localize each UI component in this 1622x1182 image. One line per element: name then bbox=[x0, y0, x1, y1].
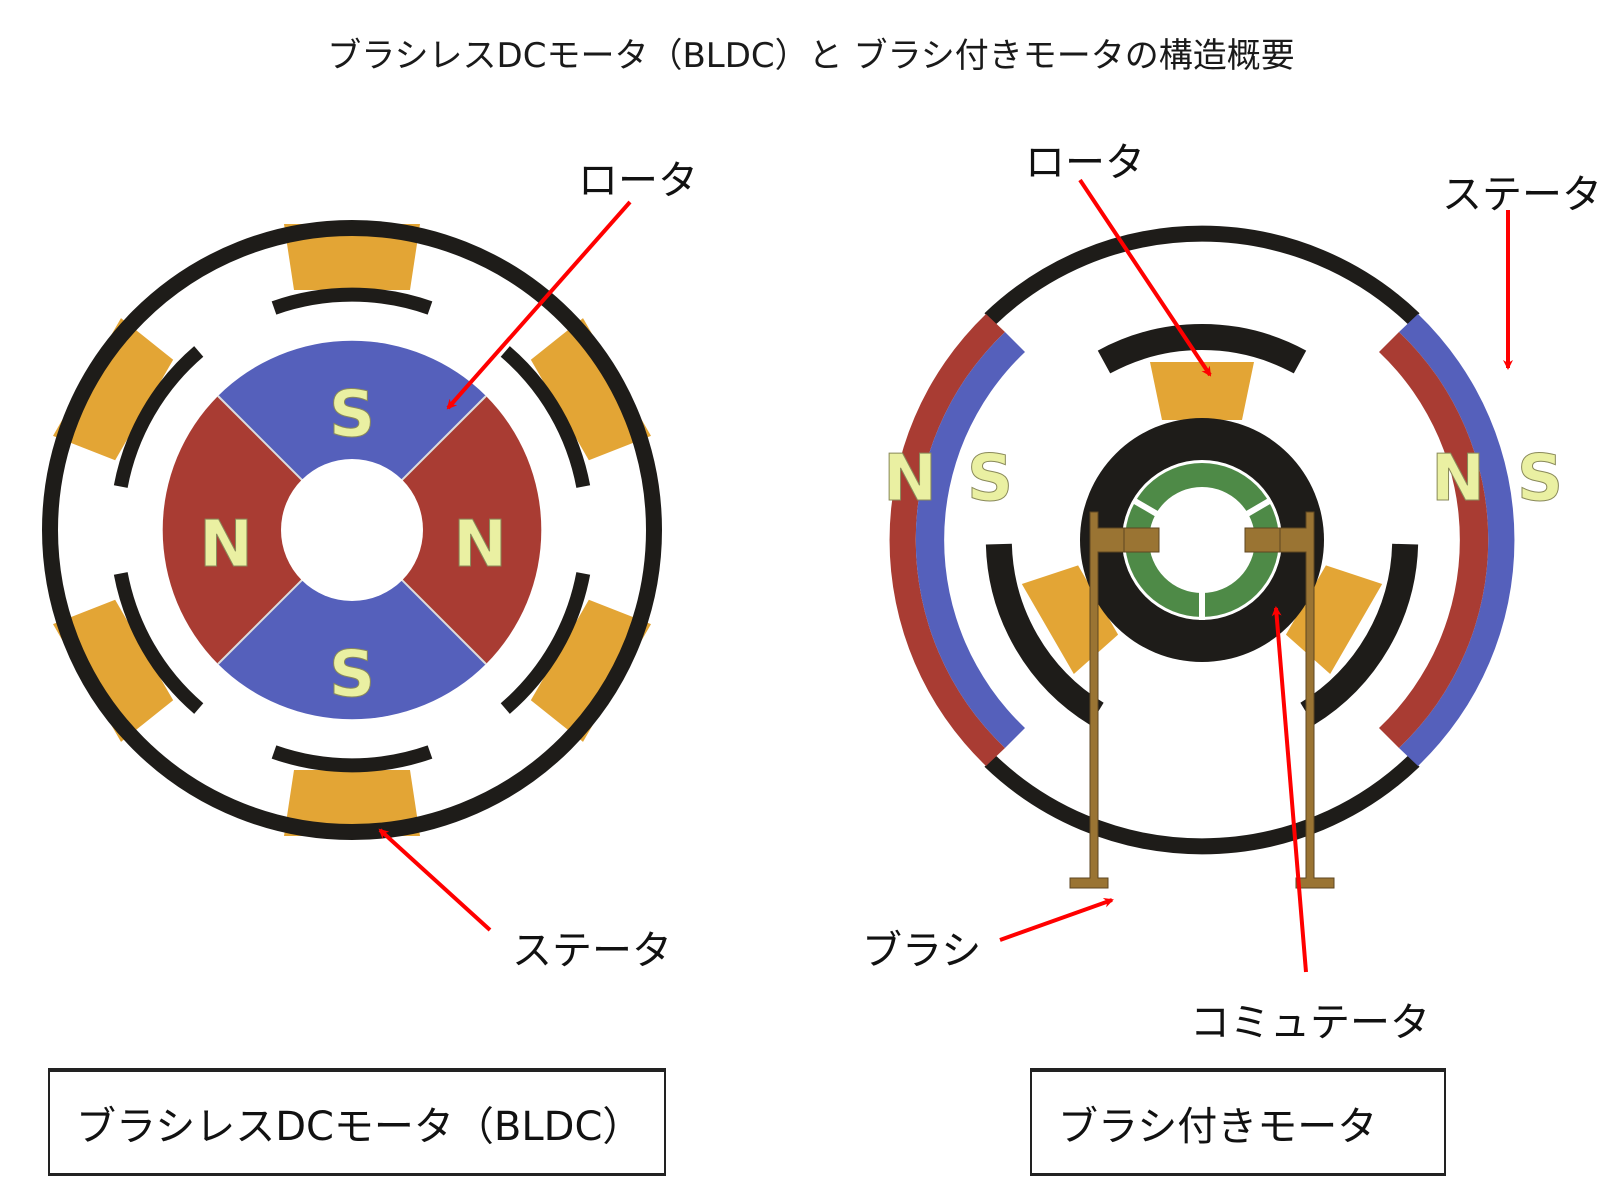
brushed-caption-text: ブラシ付きモータ bbox=[1058, 1103, 1378, 1150]
brushed-commutator-arrow bbox=[1271, 606, 1308, 973]
brushed-pole-left-outer: N bbox=[883, 442, 937, 516]
brushed-brush-arrow bbox=[999, 897, 1114, 942]
brushed-motor bbox=[889, 225, 1515, 889]
brushed-right-magnet bbox=[1379, 314, 1515, 766]
brushed-pole-right-outer: S bbox=[1517, 442, 1563, 516]
brushed-rotor-label: ロータ bbox=[1025, 140, 1145, 186]
pole-letters: S S N N N S N S bbox=[199, 378, 1564, 713]
brushed-rotor-arrow bbox=[1078, 178, 1212, 377]
annotation-arrows bbox=[378, 178, 1513, 973]
brushed-commutator-label: コミュテータ bbox=[1190, 1000, 1430, 1046]
bldc-tooth-shoes bbox=[113, 287, 591, 773]
brushed-brushes bbox=[1069, 511, 1335, 889]
bldc-rotor bbox=[162, 340, 542, 720]
bldc-caption-box: ブラシレスDCモータ（BLDC） bbox=[48, 1068, 666, 1176]
bldc-rotor-label: ロータ bbox=[578, 158, 698, 204]
bldc-pole-left: N bbox=[199, 508, 253, 582]
brushed-stator-label: ステータ bbox=[1442, 172, 1602, 218]
bldc-caption-text: ブラシレスDCモータ（BLDC） bbox=[76, 1103, 643, 1150]
brushed-housing bbox=[984, 225, 1420, 855]
brushed-brush-label: ブラシ bbox=[862, 928, 982, 974]
bldc-outer-ring bbox=[42, 220, 662, 840]
brushed-pole-right-inner: N bbox=[1431, 442, 1485, 516]
bldc-motor bbox=[42, 220, 662, 840]
bldc-stator-arrow bbox=[378, 828, 492, 932]
bldc-pole-bottom: S bbox=[329, 638, 375, 712]
brushed-pole-left-inner: S bbox=[967, 442, 1013, 516]
brushed-commutator bbox=[1122, 460, 1282, 620]
diagram-title: ブラシレスDCモータ（BLDC）と ブラシ付きモータの構造概要 bbox=[327, 36, 1295, 76]
bldc-stator-teeth bbox=[52, 224, 652, 836]
bldc-pole-top: S bbox=[329, 378, 375, 452]
bldc-rotor-arrow bbox=[446, 200, 632, 410]
brushed-left-magnet bbox=[889, 314, 1025, 766]
bldc-stator-label: ステータ bbox=[512, 928, 672, 974]
brushed-caption-box: ブラシ付きモータ bbox=[1030, 1068, 1446, 1176]
bldc-pole-right: N bbox=[453, 508, 507, 582]
